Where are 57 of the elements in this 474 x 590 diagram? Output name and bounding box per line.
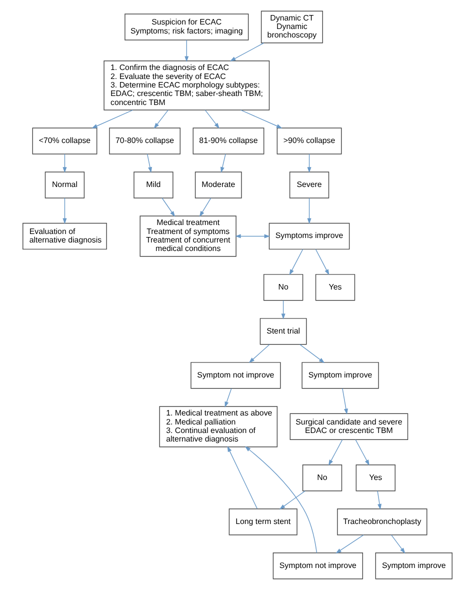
arrow [184,40,188,62]
arrow [248,344,270,364]
arrow [390,534,405,554]
arrow [342,388,348,414]
node-box: 1. Confirm the diagnosis of ECAC 2. Evaluate the severity of ECAC 3. Determine ECAC morphology subtypes: EDAC; crescentic TBM; saber-sheath TBM; concentric TBM [103,60,270,110]
arrow [354,439,369,466]
node-box: Stent trial [259,318,306,345]
arrow [161,198,175,217]
arrow [198,198,211,217]
node-box: Evaluation of alternative diagnosis [22,222,106,250]
arrow [146,154,152,173]
arrow [204,110,219,129]
arrow [224,388,232,408]
arrow [278,490,305,510]
node-box: Normal [44,172,84,198]
arrow [62,198,66,224]
node-box: Medical treatment Treatment of symptoms Treatment of concurrent medical conditions [139,216,236,257]
arrow [328,439,342,466]
arrow [280,300,285,320]
node-box: 1. Medical treatment as above 2. Medical palliation 3. Continual evaluation of alternative diagnosis [158,406,278,448]
arrow [298,344,324,364]
node-box: Surgical candidate and severe EDAC or crescentic TBM [289,413,408,440]
node-box: Long term stent [228,508,297,536]
arrow [288,248,303,276]
arrow [306,154,311,173]
node-box: Symptom not improve [190,362,280,389]
node-box: Mild [133,172,173,198]
node-box: 81-90% collapse [192,128,264,154]
node-box: 70-80% collapse [108,128,180,154]
node-box: Symptom improve [301,362,378,389]
arrow [335,534,364,554]
arrow [226,446,258,510]
arrow [244,446,317,554]
arrow [153,110,168,129]
arrow [376,490,382,510]
node-box: Dynamic CT Dynamic bronchoscopy [260,10,322,44]
node-box: Symptoms improve [268,222,350,250]
arrow [234,234,270,238]
node-box: Symptom not improve [272,552,363,580]
node-box: <70% collapse [32,128,97,154]
node-box: Tracheobronchoplasty [336,508,427,536]
node-box: No [302,464,342,492]
arrow [220,154,226,173]
arrow [229,42,264,62]
arrow [314,248,329,276]
arrow [306,198,311,224]
arrow [240,110,282,128]
arrow [62,154,66,173]
node-box: Yes [355,464,395,492]
node-box: No [262,274,303,301]
arrow [91,110,133,128]
node-box: Moderate [194,172,242,198]
node-box: Symptom improve [374,552,452,580]
node-box: Suspicion for ECAC Symptoms; risk factors; imaging [124,14,248,40]
node-box: >90% collapse [276,128,342,154]
node-box: Severe [288,172,329,198]
node-box: Yes [314,274,355,301]
